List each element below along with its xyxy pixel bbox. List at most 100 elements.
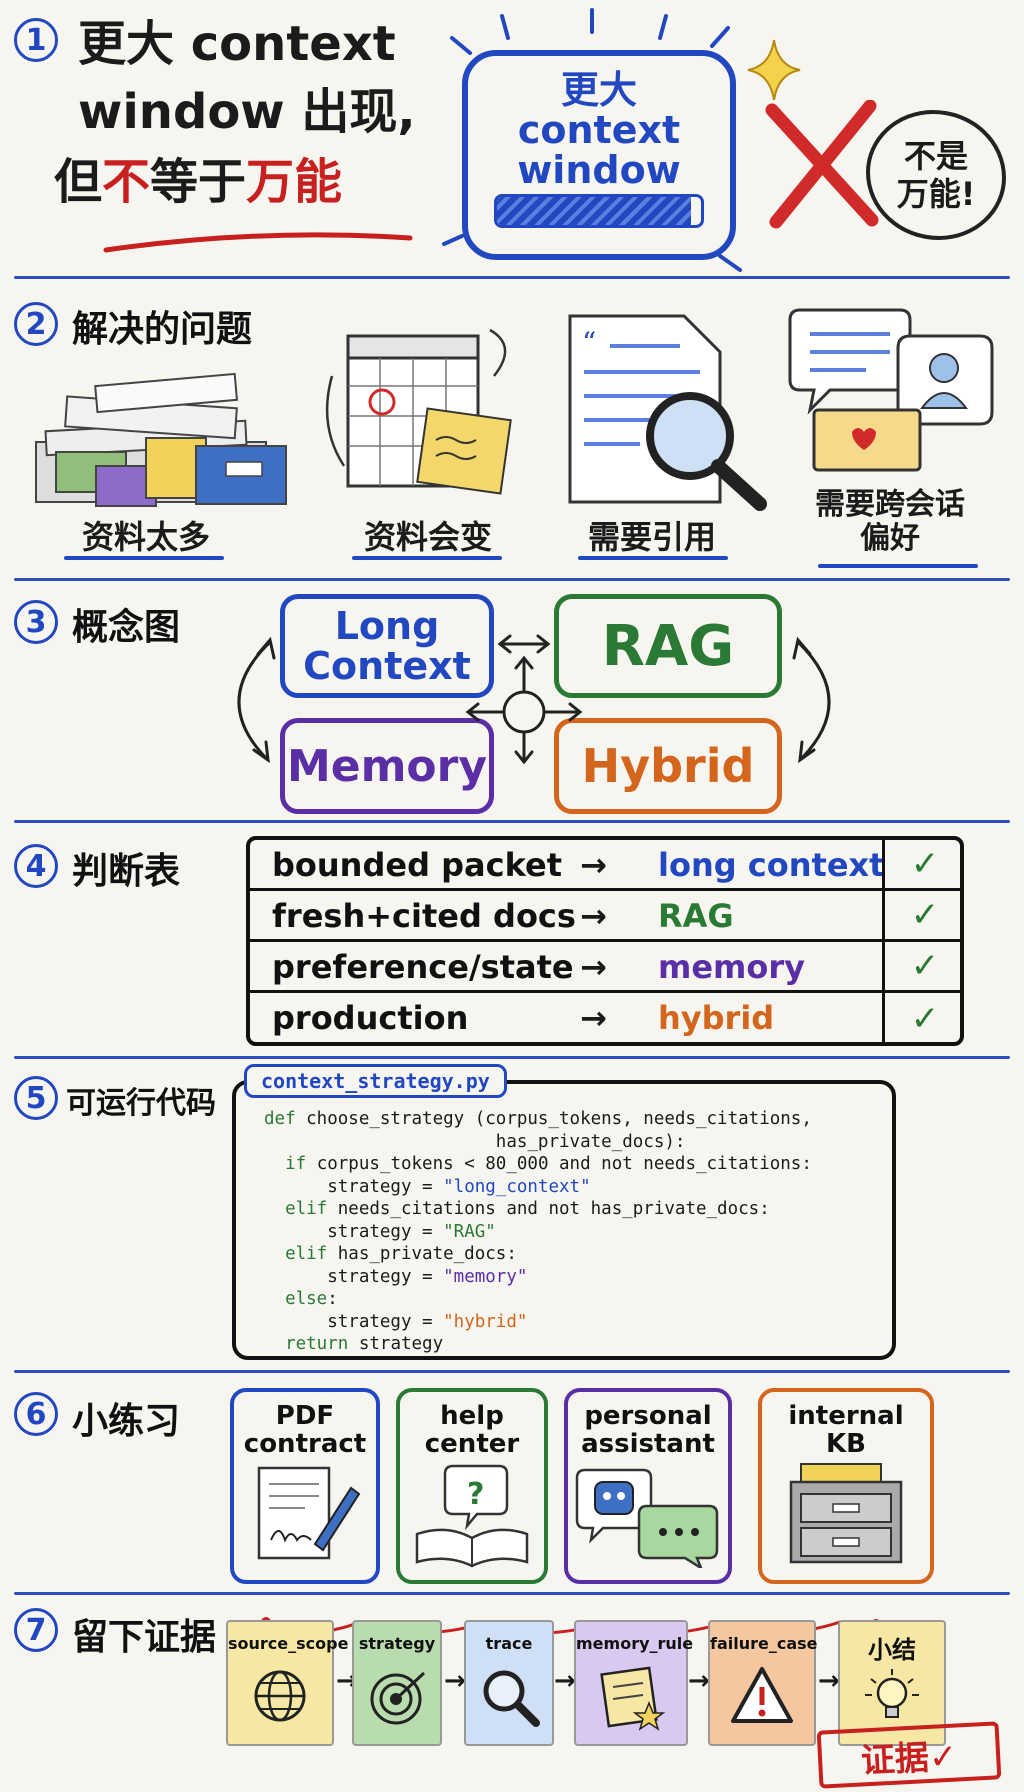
problem-underline-2	[352, 556, 502, 560]
evidence-note-label: memory_rule	[576, 1634, 694, 1653]
note-star-icon	[600, 1666, 666, 1731]
concept-memory: Memory	[280, 718, 494, 814]
long-context-line-1: Long	[334, 604, 440, 648]
table-row-condition: preference/state	[272, 948, 574, 986]
table-row-strategy: long context	[658, 846, 885, 884]
svg-text:“: “	[582, 326, 596, 359]
flow-arrow-icon: →	[688, 1666, 710, 1696]
problem-underline-4	[818, 564, 978, 568]
code-string: "RAG"	[443, 1221, 496, 1242]
table-row-condition: production	[272, 999, 469, 1037]
code-text: :	[327, 1289, 338, 1309]
title-line-2: window 出现,	[78, 84, 416, 140]
section-divider-6	[14, 1592, 1010, 1595]
contract-pen-icon	[257, 1466, 361, 1560]
chat-profile-icon	[788, 308, 994, 472]
table-row-strategy: memory	[658, 948, 806, 986]
title-word-not: 不	[102, 154, 151, 210]
section-divider-5	[14, 1370, 1010, 1373]
open-book-question-icon: ?	[415, 1464, 529, 1568]
problem-underline-1	[64, 556, 224, 560]
cloud-line-1: 不是	[903, 137, 968, 175]
card-line-2: KB	[826, 1429, 866, 1459]
section-6-number: 6	[14, 1392, 58, 1436]
code-keyword: elif	[264, 1199, 328, 1219]
code-string: "long_context"	[443, 1176, 591, 1197]
table-row-condition: fresh+cited docs	[272, 897, 576, 935]
section-6-title: 小练习	[72, 1401, 181, 1442]
problem-underline-3	[578, 556, 728, 560]
evidence-note-trace: trace	[464, 1620, 554, 1746]
code-keyword: elif	[264, 1244, 328, 1264]
table-row-arrow: →	[580, 846, 607, 884]
not-omnipotent-cloud: 不是万能!	[866, 110, 1006, 240]
check-icon: ✓	[882, 891, 965, 939]
evidence-note-label: trace	[485, 1634, 533, 1653]
section-7-title: 留下证据	[72, 1617, 217, 1658]
context-progress-fill	[497, 197, 691, 225]
code-text: corpus_tokens < 80_000 and not needs_cit…	[306, 1154, 812, 1174]
table-row-arrow: →	[580, 999, 607, 1037]
section-2-title: 解决的问题	[72, 309, 253, 350]
code-text: has_private_docs):	[264, 1131, 686, 1152]
code-filename-tab: context_strategy.py	[244, 1064, 507, 1098]
section-2-number: 2	[14, 302, 58, 346]
code-keyword: return	[264, 1334, 349, 1354]
code-text: has_private_docs:	[327, 1244, 517, 1264]
spark-rays-icon	[442, 8, 742, 272]
lightbulb-icon	[865, 1669, 919, 1718]
section-4-number: 4	[14, 844, 58, 888]
card-line-1: personal	[584, 1401, 712, 1431]
evidence-stamp: 证据✓	[816, 1721, 1002, 1789]
title-line-1: 更大 context	[78, 16, 396, 72]
card-line-1: help	[440, 1401, 504, 1431]
problem-caption-2: 资料会变	[363, 518, 492, 556]
code-text: choose_strategy (corpus_tokens, needs_ci…	[295, 1109, 812, 1129]
section-3-number: 3	[14, 600, 58, 644]
flow-arrow-icon: →	[554, 1666, 576, 1696]
robot-chat-icon	[575, 1468, 719, 1572]
card-line-1: internal	[788, 1401, 904, 1431]
problem-caption-4-line-1: 需要跨会话	[815, 487, 965, 522]
title-word-but: 但	[54, 154, 103, 210]
code-text: strategy =	[264, 1221, 444, 1242]
cloud-line-2: 万能!	[896, 175, 976, 213]
section-5-title: 可运行代码	[66, 1086, 216, 1121]
context-box-line-3: window	[517, 148, 681, 192]
section-1-number: 1	[14, 18, 58, 62]
card-line-2: assistant	[581, 1429, 715, 1459]
problem-caption-1: 资料太多	[81, 518, 210, 556]
check-icon: ✓	[882, 840, 965, 888]
evidence-note-label: 小结	[868, 1636, 916, 1664]
title-word-omnipotent: 万能	[246, 154, 343, 210]
table-row: preference/state → memory ✓	[250, 942, 960, 993]
context-progress-bar	[494, 194, 704, 228]
code-text: strategy	[348, 1334, 444, 1354]
section-3-title: 概念图	[72, 607, 181, 648]
code-string: "memory"	[443, 1266, 528, 1287]
title-line-3: 但不等于万能	[54, 152, 342, 212]
table-row-arrow: →	[580, 897, 607, 935]
evidence-note-label: source_scope	[228, 1634, 349, 1653]
document-pile-icon	[35, 372, 287, 507]
code-content: def choose_strategy (corpus_tokens, need…	[264, 1108, 812, 1356]
evidence-note-source-scope: source_scope	[226, 1620, 349, 1746]
code-text: strategy =	[264, 1176, 444, 1197]
svg-text:?: ?	[467, 1477, 484, 1512]
concept-connector-arrows	[237, 634, 831, 765]
code-block	[232, 1080, 896, 1360]
magnifier-icon	[483, 1670, 540, 1727]
globe-icon	[254, 1670, 306, 1722]
evidence-note-label: failure_case	[710, 1634, 818, 1653]
evidence-note-failure-case: failure_case	[708, 1620, 818, 1746]
context-window-box: 更大 context window	[462, 50, 736, 260]
flow-arrow-icon: →	[818, 1666, 840, 1696]
problem-caption-4: 需要跨会话偏好	[800, 488, 980, 556]
concept-rag: RAG	[554, 594, 782, 698]
calendar-note-icon	[325, 328, 512, 495]
check-icon: ✓	[882, 993, 965, 1044]
section-divider-1	[14, 276, 1010, 279]
title-underline-red	[103, 232, 413, 253]
code-keyword: else	[264, 1289, 328, 1309]
